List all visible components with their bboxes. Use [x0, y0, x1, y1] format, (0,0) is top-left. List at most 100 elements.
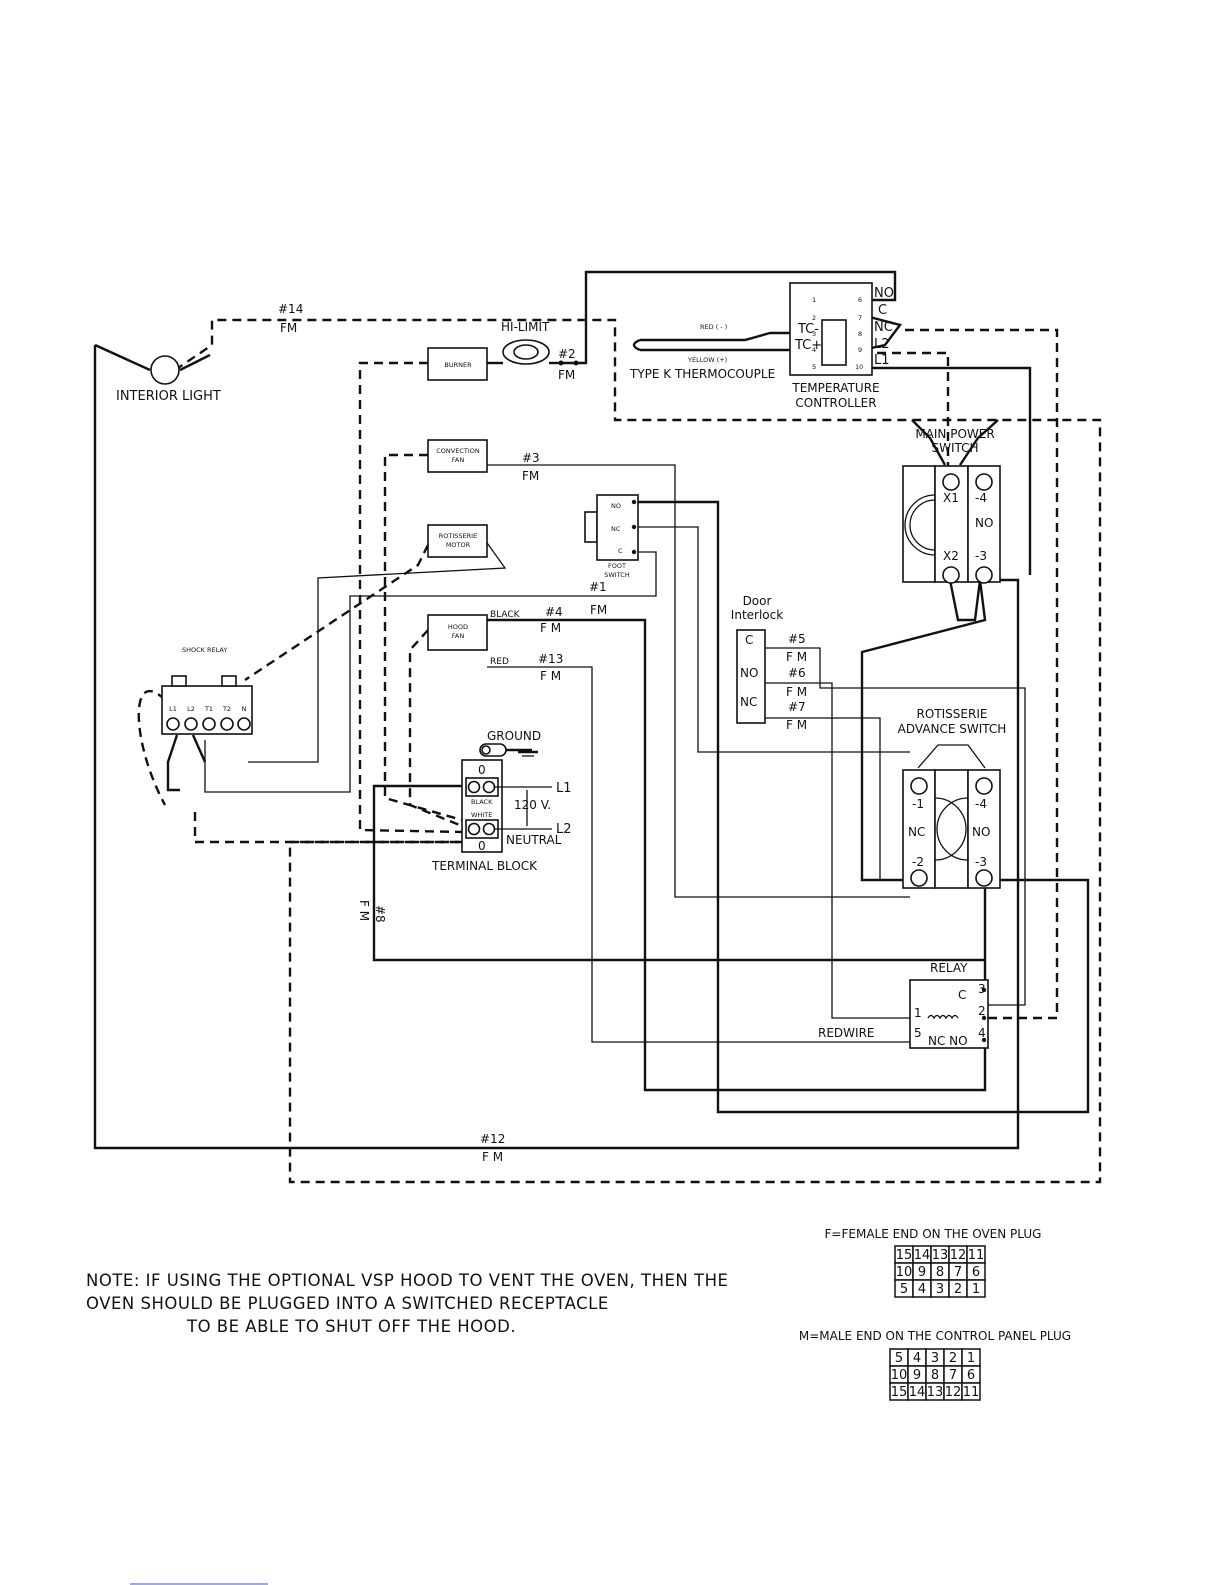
door-interlock: Door Interlock C NO NC #5 F M #6 F M #7 … — [731, 594, 807, 732]
thermocouple: RED ( - ) YELLOW (+) TYPE K THERMOCOUPLE — [629, 323, 790, 381]
svg-text:11: 11 — [963, 1385, 980, 1400]
temp-controller-label-2: CONTROLLER — [795, 396, 876, 410]
wire-3-label: #3 — [522, 451, 540, 465]
hi-limit: HI-LIMIT #2 FM — [487, 320, 579, 382]
wire-6-fm: F M — [786, 685, 807, 699]
relay-5: 5 — [914, 1026, 922, 1040]
svg-text:6: 6 — [967, 1368, 975, 1383]
male-plug-caption: M=MALE END ON THE CONTROL PANEL PLUG — [799, 1329, 1071, 1343]
svg-text:2: 2 — [954, 1282, 962, 1297]
svg-text:13: 13 — [927, 1385, 944, 1400]
svg-text:7: 7 — [949, 1368, 957, 1383]
hood-fan-label-2: FAN — [452, 632, 465, 640]
wire-7-label: #7 — [788, 700, 806, 714]
advance-no: NO — [972, 825, 990, 839]
svg-text:2: 2 — [812, 314, 816, 322]
relay-2: 2 — [978, 1004, 986, 1018]
svg-text:6: 6 — [858, 296, 862, 304]
wire-5-label: #5 — [788, 632, 806, 646]
svg-text:10: 10 — [896, 1265, 913, 1280]
temp-l1: L1 — [874, 353, 890, 368]
temp-nc: NC — [874, 320, 893, 335]
advance-neg1: -1 — [912, 797, 924, 811]
advance-nc: NC — [908, 825, 925, 839]
wire-5-fm: F M — [786, 650, 807, 664]
hood-fan: HOOD FAN BLACK RED #4 F M #13 F M — [427, 605, 563, 683]
foot-switch-label-1: FOOT — [608, 562, 626, 570]
svg-text:2: 2 — [949, 1351, 957, 1366]
svg-text:1: 1 — [967, 1351, 975, 1366]
main-switch-neg4: -4 — [975, 491, 987, 505]
convection-fan: CONVECTION FAN #3 FM — [427, 439, 540, 483]
interior-light: INTERIOR LIGHT — [116, 355, 221, 404]
main-power-switch: MAIN POWER SWITCH X1 X2 -4 NO -3 — [902, 419, 1001, 584]
svg-text:8: 8 — [858, 330, 862, 338]
note-line-1: NOTE: IF USING THE OPTIONAL VSP HOOD TO … — [86, 1271, 728, 1290]
svg-text:3: 3 — [931, 1351, 939, 1366]
wire-1-fm: FM — [590, 603, 607, 617]
temperature-controller: NO C NC L2 L1 TC- TC+ 1 2 3 4 5 6 7 8 9 … — [789, 282, 894, 410]
relay-c: C — [958, 988, 966, 1002]
wire-12-fm: F M — [482, 1150, 503, 1164]
svg-text:14: 14 — [914, 1248, 931, 1263]
advance-neg4: -4 — [975, 797, 987, 811]
foot-switch-no: NO — [611, 502, 621, 510]
svg-text:1: 1 — [812, 296, 816, 304]
foot-switch: NO NC C FOOT SWITCH #1 FM — [584, 494, 639, 617]
note: NOTE: IF USING THE OPTIONAL VSP HOOD TO … — [86, 1271, 728, 1336]
shock-relay: SHOCK RELAY L1 L2 T1 T2 N — [161, 646, 253, 735]
door-c: C — [745, 633, 753, 647]
hood-fan-label-1: HOOD — [448, 623, 468, 631]
svg-text:10: 10 — [855, 363, 863, 371]
red-wire-label: RED — [490, 657, 509, 667]
relay-4: 4 — [978, 1026, 986, 1040]
temp-controller-label-1: TEMPERATURE — [791, 381, 879, 395]
svg-text:12: 12 — [945, 1385, 962, 1400]
wire-8-fm: F M — [357, 900, 371, 921]
neutral-label: NEUTRAL — [506, 833, 562, 847]
svg-text:8: 8 — [936, 1265, 944, 1280]
terminal-black-label: BLACK — [471, 798, 493, 806]
rotisserie-motor: ROTISSERIE MOTOR — [427, 524, 488, 558]
main-switch-label-1: MAIN POWER — [915, 427, 994, 441]
svg-text:9: 9 — [918, 1265, 926, 1280]
svg-text:9: 9 — [913, 1368, 921, 1383]
burner: BURNER — [427, 347, 488, 381]
relay-1: 1 — [914, 1006, 922, 1020]
solid-wires — [93, 270, 1090, 1150]
svg-text:4: 4 — [918, 1282, 926, 1297]
svg-text:13: 13 — [932, 1248, 949, 1263]
hi-limit-label: HI-LIMIT — [501, 320, 550, 334]
wire-13-label: #13 — [538, 652, 563, 666]
convection-fan-label-1: CONVECTION — [436, 447, 480, 455]
temp-pin-labels: 1 2 3 4 5 6 7 8 9 10 — [812, 296, 863, 371]
svg-text:15: 15 — [896, 1248, 913, 1263]
terminal-white-label: WHITE — [471, 811, 492, 819]
wire-3-fm: FM — [522, 469, 539, 483]
wire-12-label: #12 — [480, 1132, 505, 1146]
main-switch-no: NO — [975, 516, 993, 530]
relay-nc-no: NC NO — [928, 1034, 968, 1048]
wire-13-fm: F M — [540, 669, 561, 683]
wire-2-fm: FM — [558, 368, 575, 382]
convection-fan-label-2: FAN — [452, 456, 465, 464]
thermocouple-red-label: RED ( - ) — [700, 323, 727, 331]
main-switch-label-2: SWITCH — [931, 441, 978, 455]
svg-text:4: 4 — [812, 346, 816, 354]
terminal-bottom-zero: 0 — [478, 839, 486, 853]
svg-text:12: 12 — [950, 1248, 967, 1263]
relay: RELAY 3 C 1 2 5 NC NO 4 REDWIRE — [818, 961, 989, 1049]
female-plug-caption: F=FEMALE END ON THE OVEN PLUG — [825, 1227, 1042, 1241]
wire-4-label: #4 — [545, 605, 563, 619]
svg-text:7: 7 — [858, 314, 862, 322]
svg-text:5: 5 — [895, 1351, 903, 1366]
rotisserie-advance-switch: ROTISSERIE ADVANCE SWITCH -1 NC -2 -4 NO… — [898, 707, 1006, 889]
rotisserie-motor-label-2: MOTOR — [446, 541, 471, 549]
door-interlock-label-2: Interlock — [731, 608, 783, 622]
svg-text:5: 5 — [900, 1282, 908, 1297]
svg-text:4: 4 — [913, 1351, 921, 1366]
note-line-3: TO BE ABLE TO SHUT OFF THE HOOD. — [186, 1317, 516, 1336]
svg-text:T1: T1 — [204, 705, 213, 713]
voltage-label: 120 V. — [514, 798, 551, 812]
